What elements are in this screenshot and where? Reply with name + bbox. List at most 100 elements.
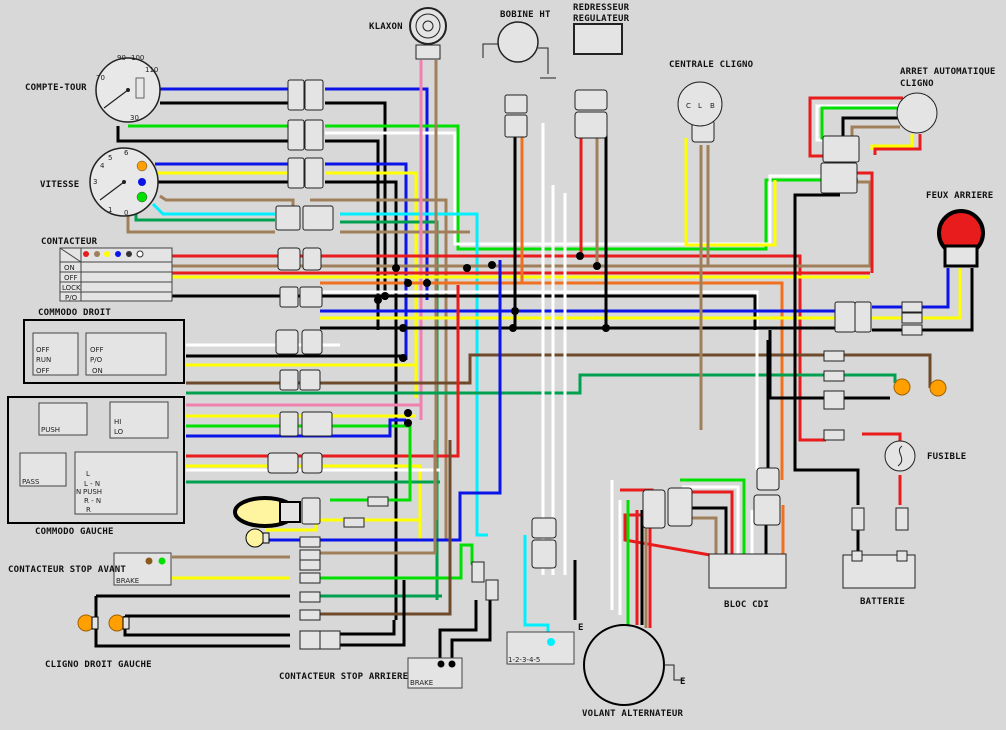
- connector: [319, 630, 341, 650]
- connector: [753, 494, 781, 526]
- commodo-droit-left-row-off2: OFF: [36, 367, 50, 375]
- indicator-light-blue: [138, 178, 146, 186]
- tach-tick-100: 100: [131, 54, 144, 62]
- wire-red-arret3: [857, 171, 874, 273]
- wire-yellow-green-cligno: [684, 138, 777, 247]
- wire-orange-main: [320, 281, 784, 480]
- connector: [901, 301, 923, 313]
- wire-green-speedo: [134, 214, 275, 222]
- wire-green-yellow-stop2: [320, 543, 474, 580]
- wire-brown-rear: [186, 353, 932, 388]
- wire-black-cligno-loop: [94, 596, 290, 648]
- connector: [531, 517, 557, 539]
- connector: [299, 591, 321, 603]
- wire-black-speed2: [325, 180, 398, 620]
- label-contacteur: CONTACTEUR: [41, 237, 98, 247]
- wire-yellow-commodo: [186, 464, 422, 540]
- label-compte-tour: COMPTE-TOUR: [25, 83, 87, 93]
- tach-tick-30: 30: [130, 114, 139, 122]
- connector: [901, 312, 923, 324]
- ignition-row-on: ON: [64, 264, 75, 272]
- neutral-switch-table: 1-2-3-4-5 E: [506, 623, 584, 665]
- wire-brown-arret: [850, 125, 900, 138]
- label-contacteur-stop-arriere: CONTACTEUR STOP ARRIERE: [279, 672, 408, 682]
- connector: [367, 496, 389, 507]
- cdi-unit: [708, 553, 787, 589]
- junction-dots: [374, 252, 610, 427]
- tach-tick-70: 70: [96, 74, 105, 82]
- alternator: E: [583, 624, 685, 706]
- commodo-droit-left-row-run: RUN: [36, 356, 51, 364]
- connector: [820, 162, 858, 194]
- wire-black-cligno-loop3: [123, 616, 290, 637]
- pass-row: PASS: [22, 478, 40, 486]
- wires: [94, 60, 974, 668]
- connector: [854, 301, 872, 333]
- connector: [901, 324, 923, 336]
- connectors: [267, 79, 923, 650]
- connector: [851, 507, 865, 531]
- connector: [299, 369, 321, 391]
- connector: [299, 549, 321, 561]
- label-batterie: BATTERIE: [860, 597, 905, 607]
- connector: [304, 79, 324, 111]
- rev-tick-1: 1: [108, 206, 112, 214]
- label-feux-arriere: FEUX ARRIERE: [926, 191, 993, 201]
- connector: [299, 572, 321, 584]
- wire-black-main: [172, 294, 757, 330]
- speedometer: 30 90 70 100 110: [95, 54, 161, 123]
- connector: [301, 497, 321, 525]
- rev-tick-5: 5: [108, 154, 112, 162]
- fuse: [884, 440, 916, 472]
- connector: [531, 539, 557, 569]
- wire-blue-upper: [325, 87, 429, 300]
- front-brake-switch-table: BRAKE: [113, 552, 172, 586]
- connector: [299, 609, 321, 621]
- rev-tick-4: 4: [100, 162, 105, 170]
- connector: [304, 157, 324, 189]
- wire-white-cdi2: [682, 485, 740, 555]
- wire-blue-tail: [872, 268, 950, 309]
- front-brake-row: BRAKE: [116, 577, 139, 585]
- connector: [275, 205, 301, 231]
- rear-indicator-left-bulb: [929, 379, 947, 397]
- connector: [343, 517, 365, 528]
- tach-tick-110: 110: [145, 66, 158, 74]
- wire-black-cdi2: [690, 506, 728, 555]
- label-volant-alternateur: VOLANT ALTERNATEUR: [582, 709, 684, 719]
- ignition-coil: [482, 21, 556, 79]
- ignition-switch-table: ON OFF LOCK P/O: [59, 247, 173, 302]
- ground-label-neutral: E: [578, 623, 584, 633]
- rear-brake-row: BRAKE: [410, 679, 433, 687]
- label-cligno-droit-gauche: CLIGNO DROIT GAUCHE: [45, 660, 152, 670]
- label-commodo-gauche: COMMODO GAUCHE: [35, 527, 114, 537]
- wire-yellow-tail: [872, 268, 962, 320]
- wire-black-arret: [841, 116, 898, 138]
- wire-cyan-neutral: [523, 535, 550, 635]
- label-klaxon: KLAXON: [369, 22, 403, 32]
- auto-cancel-unit: [896, 92, 938, 134]
- wire-black-upper2: [325, 139, 380, 330]
- wire-black-lower: [330, 620, 396, 636]
- wire-black-rear-stop: [438, 600, 478, 668]
- label-centrale-cligno: CENTRALE CLIGNO: [669, 60, 754, 70]
- wire-brown-speedo: [159, 194, 295, 208]
- connector: [823, 429, 845, 441]
- wire-brown-mid: [320, 440, 437, 555]
- connector: [299, 536, 321, 548]
- wire-black-rear: [768, 330, 890, 400]
- tail-light: [937, 209, 985, 268]
- rev-tick-0: 0: [124, 209, 128, 217]
- rear-indicator-right-bulb: [893, 378, 911, 396]
- wire-green-cdi: [680, 478, 746, 555]
- label-vitesse: VITESSE: [40, 180, 79, 190]
- battery: [842, 550, 916, 589]
- connector: [504, 94, 528, 114]
- wire-cyan-speed2: [340, 212, 488, 537]
- wire-black-rear-stop2: [450, 600, 492, 668]
- turn-row-l: L: [86, 470, 90, 478]
- label-fusible: FUSIBLE: [927, 452, 966, 462]
- connector: [299, 630, 321, 650]
- turn-row-r: R: [86, 506, 91, 514]
